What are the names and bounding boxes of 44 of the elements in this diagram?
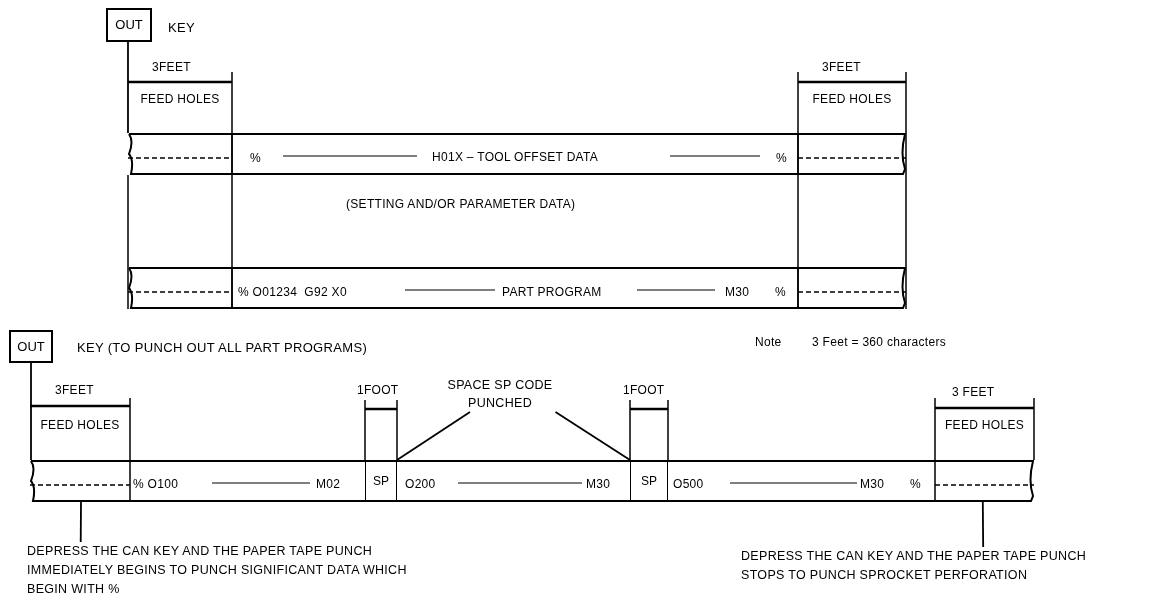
tape-label: FEED HOLES bbox=[139, 92, 221, 107]
tape-segment: SP bbox=[630, 460, 668, 502]
callout-text: SPACE SP CODE PUNCHED bbox=[425, 376, 575, 412]
tape-label: M30 bbox=[586, 477, 611, 492]
paper-tape bbox=[128, 133, 906, 175]
tape-segment: SP bbox=[365, 460, 397, 502]
leader-line bbox=[554, 411, 631, 461]
tape-label: Note bbox=[755, 335, 782, 350]
tape-label: H01X – TOOL OFFSET DATA bbox=[432, 150, 599, 165]
tape-label: M30 bbox=[860, 477, 885, 492]
key-label: KEY (TO PUNCH OUT ALL PART PROGRAMS) bbox=[77, 339, 368, 357]
tape-label: PART PROGRAM bbox=[502, 285, 602, 300]
tape-label: 3FEET bbox=[55, 383, 94, 398]
tape-label: 1FOOT bbox=[357, 383, 399, 398]
key-box: OUT bbox=[9, 330, 53, 363]
leader-line bbox=[981, 501, 985, 548]
tape-label: % O01234 G92 X0 bbox=[238, 285, 347, 300]
tape-label: % O100 bbox=[133, 477, 179, 492]
key-box: OUT bbox=[106, 8, 152, 42]
tape-label: % bbox=[776, 151, 787, 166]
tape-label: M02 bbox=[316, 477, 341, 492]
tape-label: % bbox=[775, 285, 786, 300]
note-text: DEPRESS THE CAN KEY AND THE PAPER TAPE PUNCH STOPS TO PUNCH SPROCKET PERFORATION bbox=[741, 547, 1103, 587]
tape-label: 1FOOT bbox=[623, 383, 665, 398]
paper-tape bbox=[30, 460, 1034, 502]
tape-label: % bbox=[250, 151, 261, 166]
tape-label: 3 FEET bbox=[952, 385, 995, 400]
tape-label: 3 Feet = 360 characters bbox=[812, 335, 946, 350]
tape-label: 3FEET bbox=[822, 60, 861, 75]
tape-label: % bbox=[910, 477, 921, 492]
leader-line bbox=[396, 411, 471, 461]
tape-label: 3FEET bbox=[152, 60, 191, 75]
note-text: DEPRESS THE CAN KEY AND THE PAPER TAPE PUNCH IMMEDIATELY BEGINS TO PUNCH SIGNIFICANT DATA WHICH BEGIN WITH % bbox=[27, 542, 437, 604]
leader-line bbox=[79, 501, 82, 543]
tape-label: O200 bbox=[405, 477, 436, 492]
tape-label: (SETTING AND/OR PARAMETER DATA) bbox=[346, 197, 576, 212]
leader-line bbox=[127, 41, 129, 134]
tape-label: FEED HOLES bbox=[811, 92, 893, 107]
tape-label: O500 bbox=[673, 477, 704, 492]
tape-label: FEED HOLES bbox=[944, 418, 1025, 433]
key-label: KEY bbox=[168, 19, 195, 37]
tape-label: M30 bbox=[725, 285, 750, 300]
leader-line bbox=[30, 362, 32, 461]
tape-label: FEED HOLES bbox=[39, 418, 121, 433]
